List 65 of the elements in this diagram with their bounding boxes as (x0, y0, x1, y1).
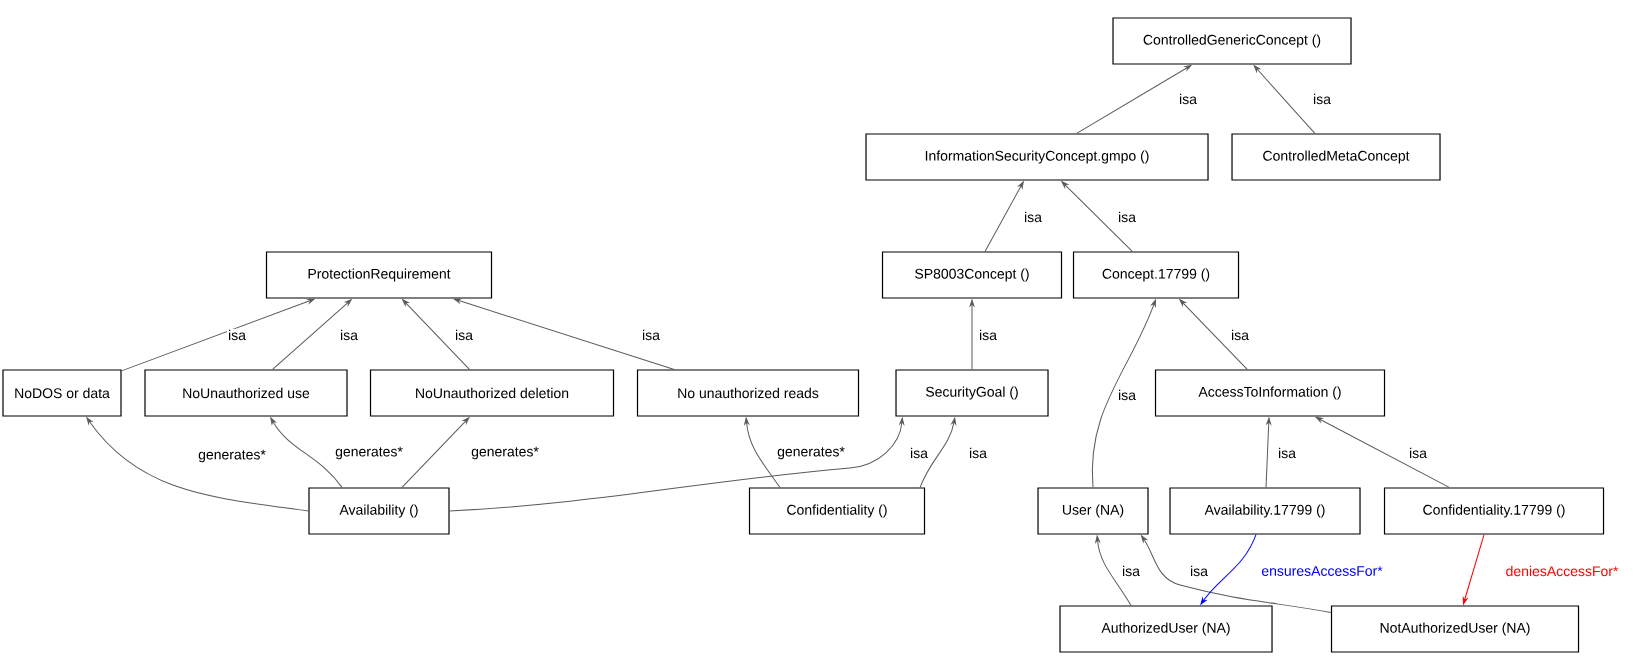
edge-label: isa (1312, 92, 1332, 106)
arrow (1200, 534, 1257, 605)
class-box: NoUnauthorized use (144, 369, 348, 417)
arrow (1253, 65, 1316, 134)
class-box: NoUnauthorized deletion (369, 369, 615, 417)
edge-label: ensuresAccessFor* (1260, 565, 1384, 577)
class-box: Confidentiality.17799 () (1383, 487, 1605, 535)
edge-label: isa (339, 328, 359, 342)
arrow (121, 298, 315, 372)
arrow (984, 181, 1024, 252)
edge-label: isa (968, 446, 988, 460)
arrow (1179, 299, 1248, 370)
class-box: Concept.17799 () (1072, 251, 1240, 299)
edge-label: isa (1230, 328, 1250, 342)
edge-label: isa (227, 328, 247, 342)
edge-label: isa (454, 328, 474, 342)
arrow (1095, 535, 1132, 606)
arrow (1315, 416, 1450, 488)
edge-label: isa (1189, 564, 1209, 578)
class-box: AccessToInformation () (1154, 369, 1386, 417)
arrow (1076, 64, 1192, 134)
edge-label: generates* (334, 445, 404, 461)
arrow (272, 299, 352, 370)
arrow (401, 417, 470, 488)
arrow (969, 299, 975, 370)
arrow (1141, 535, 1332, 613)
arrow (270, 417, 343, 488)
edge-label: isa (1121, 564, 1141, 578)
edge-label: isa (641, 328, 661, 342)
arrow (919, 417, 957, 488)
class-box: No unauthorized reads (636, 369, 860, 417)
edge-label: isa (1023, 210, 1043, 224)
edge-label: isa (978, 328, 998, 342)
class-box: NoDOS or data (2, 369, 122, 417)
edge-label: isa (1277, 446, 1297, 460)
arrow (744, 417, 781, 488)
class-box: AuthorizedUser (NA) (1059, 605, 1273, 653)
arrow (1265, 417, 1272, 488)
edge-label: generates* (776, 445, 846, 461)
class-box: Availability () (308, 487, 450, 535)
edge-label: isa (1117, 388, 1137, 402)
arrow (453, 298, 675, 370)
class-box: SecurityGoal () (895, 369, 1049, 417)
class-box: ControlledMetaConcept (1231, 133, 1441, 181)
arrow (449, 417, 905, 512)
arrow (402, 299, 470, 370)
class-box: ControlledGenericConcept () (1112, 17, 1352, 65)
arrow (86, 417, 309, 512)
arrow (1091, 299, 1156, 488)
arrow (1462, 534, 1485, 605)
class-box: ProtectionRequirement (265, 251, 493, 299)
edge-label: generates* (197, 448, 267, 464)
class-box: Availability.17799 () (1169, 487, 1361, 535)
class-box: User (NA) (1037, 487, 1149, 535)
class-box: NotAuthorizedUser (NA) (1330, 605, 1580, 653)
class-box: Confidentiality () (748, 487, 926, 535)
edge-label: isa (909, 446, 929, 460)
class-box: InformationSecurityConcept.gmpo () (865, 133, 1209, 181)
edge-label: deniesAccessFor* (1504, 564, 1620, 578)
edge-label: generates* (470, 445, 540, 461)
edge-label: isa (1178, 92, 1198, 106)
edge-label: isa (1117, 210, 1137, 224)
edge-label: isa (1408, 446, 1428, 460)
class-box: SP8003Concept () (881, 251, 1063, 299)
arrow (1061, 181, 1133, 252)
